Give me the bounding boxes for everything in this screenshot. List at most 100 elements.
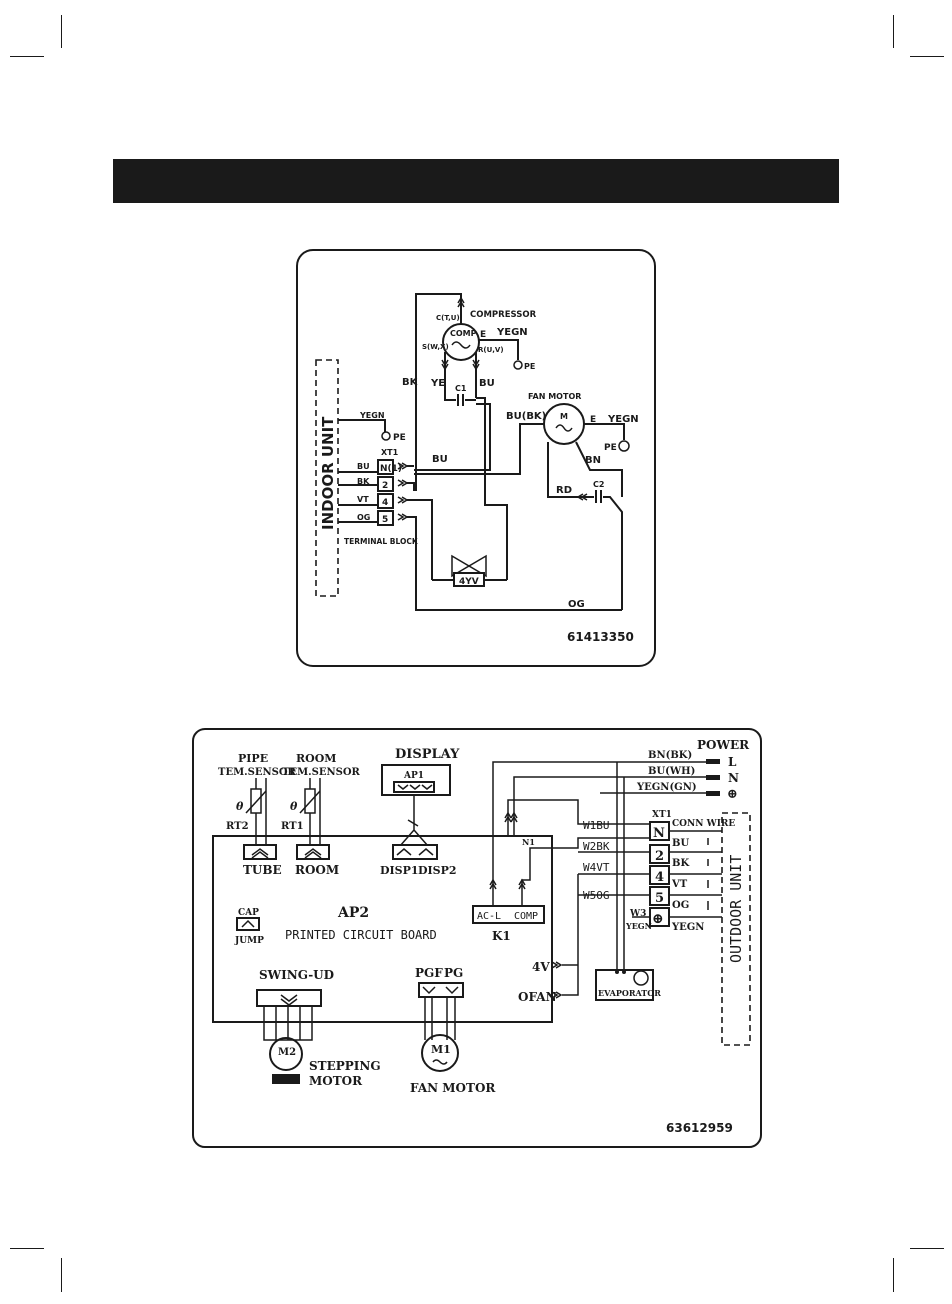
tube-label: TUBE (243, 863, 282, 877)
room-connector-icon (296, 844, 330, 860)
ap2-label: AP2 (337, 905, 369, 921)
room-label: ROOM (295, 863, 339, 877)
ground-icon (618, 440, 630, 452)
k1-relay-box (472, 905, 545, 924)
tube-connector-icon (243, 844, 277, 860)
power-l-label: L (728, 755, 737, 769)
terminal-4: 4 (382, 498, 388, 508)
disp-connector-icon (392, 844, 438, 860)
power-pe-label: ⊕ (727, 787, 738, 802)
stepping-label: STEPPING (309, 1059, 381, 1073)
indoor-unit-label: INDOOR UNIT (319, 416, 337, 530)
diagram-2: PIPE TEM.SENSOR ROOM TEM.SENSOR θ θ RT2 … (192, 728, 762, 1148)
motor-base-icon (272, 1074, 300, 1084)
pcb-box (212, 835, 553, 1023)
ground-icon (381, 431, 391, 441)
s-terminal-label: S(W,X) (422, 343, 449, 351)
yegn-indoor-label: YEGN (359, 411, 385, 420)
bu-bk-label: BU(BK) (506, 411, 546, 422)
yegn-comp-label: YEGN (496, 327, 528, 338)
w3-label: W3 (629, 909, 646, 919)
fan-connector-icon (418, 982, 464, 998)
fan-motor-label: FAN MOTOR (528, 392, 581, 401)
terminal-5: 5 (382, 515, 388, 525)
jump-label: JUMP (234, 936, 264, 946)
conn-wire-label: CONN WIRE (672, 819, 735, 829)
crop-mark (61, 15, 62, 48)
rt1-label: RT1 (281, 821, 304, 832)
out-wire-vt: VT (671, 879, 688, 890)
diagram-2-frame (192, 728, 762, 1148)
out-wire-bu: BU (672, 838, 689, 849)
comp-label: COMP (450, 329, 477, 338)
yegn-gn-label: YEGN(GN) (636, 782, 697, 793)
m1-label: M1 (431, 1043, 451, 1056)
rt2-label: RT2 (226, 821, 249, 832)
terminal-block (377, 459, 394, 526)
n1-label: N1 (522, 837, 535, 847)
rd-label: RD (556, 485, 572, 496)
pgf-label: PGF (415, 966, 443, 980)
c-terminal-label: C(T,U) (436, 314, 460, 322)
fan-motor-m1-icon (421, 1034, 459, 1072)
diagram-2-code: 63612959 (666, 1121, 733, 1135)
out-wire-og: OG (672, 900, 689, 911)
pcb-label: PRINTED CIRCUIT BOARD (285, 928, 437, 942)
xt1-label-2: XT1 (652, 810, 672, 820)
wire-bk-left: BK (357, 477, 370, 486)
diagram-1: INDOOR UNIT COMP COMPRESSOR C(T,U) S(W,X… (296, 249, 656, 667)
pe-fan-label: PE (604, 443, 617, 453)
bn-bk-label: BN(BK) (648, 750, 692, 761)
motor-m-label: M (560, 412, 568, 421)
display-connector-icon (393, 781, 435, 793)
bn-label: BN (585, 455, 601, 466)
room-sensor-label: ROOM (296, 752, 336, 765)
crop-mark (910, 56, 944, 57)
crop-mark (10, 1248, 44, 1249)
outdoor-unit-box (721, 812, 751, 1046)
fan-motor-icon (543, 403, 585, 445)
crop-mark (893, 15, 894, 48)
bk-wire-label: BK (402, 377, 419, 388)
crop-mark (10, 56, 44, 57)
terminal-n: N(1) (380, 464, 402, 474)
capacitor-c1-icon (457, 394, 464, 406)
evaporator-box (595, 969, 654, 1001)
ap1-label: AP1 (403, 771, 424, 781)
valve-label: 4YV (459, 577, 479, 587)
swing-ud-label: SWING-UD (259, 968, 334, 982)
cap-jump-connector-icon (236, 917, 260, 931)
room-sensor-label-2: TEM.SENSOR (282, 767, 361, 778)
ground-icon (513, 360, 523, 370)
terminal-2: 2 (382, 481, 388, 491)
wire-vt-left: VT (357, 495, 369, 504)
w1bu-label: W1BU (583, 819, 610, 832)
power-plug-icon (706, 759, 720, 796)
motor-label: MOTOR (309, 1074, 363, 1088)
xt1-label: XT1 (381, 448, 399, 457)
c1-label: C1 (455, 384, 467, 393)
compressor-label: COMPRESSOR (470, 310, 537, 320)
diagram-1-frame (296, 249, 656, 667)
power-label: POWER (697, 738, 750, 752)
m2-label: M2 (278, 1047, 296, 1058)
disp1-label: DISP1 (380, 864, 419, 877)
xt1-terminal-5: 5 (655, 891, 664, 906)
pipe-sensor-label-2: TEM.SENSOR (218, 767, 297, 778)
display-label: DISPLAY (395, 747, 460, 762)
capacitor-c2-icon (595, 490, 602, 503)
pe-comp-label: PE (524, 362, 535, 371)
label-ofan: OFAN (518, 990, 557, 1004)
diagram-1-code: 61413350 (567, 630, 634, 644)
pe-indoor-label: PE (393, 433, 406, 443)
power-n-label: N (728, 771, 739, 785)
bu-wh-label: BU(WH) (648, 766, 695, 777)
crop-mark (910, 1248, 944, 1249)
c2-label: C2 (593, 480, 604, 489)
e-label: E (480, 330, 486, 340)
comp-relay-label: COMP (514, 911, 538, 922)
label-4v: 4V (532, 960, 550, 974)
bu-wire-label: BU (479, 378, 495, 389)
out-wire-bk: BK (672, 858, 689, 869)
